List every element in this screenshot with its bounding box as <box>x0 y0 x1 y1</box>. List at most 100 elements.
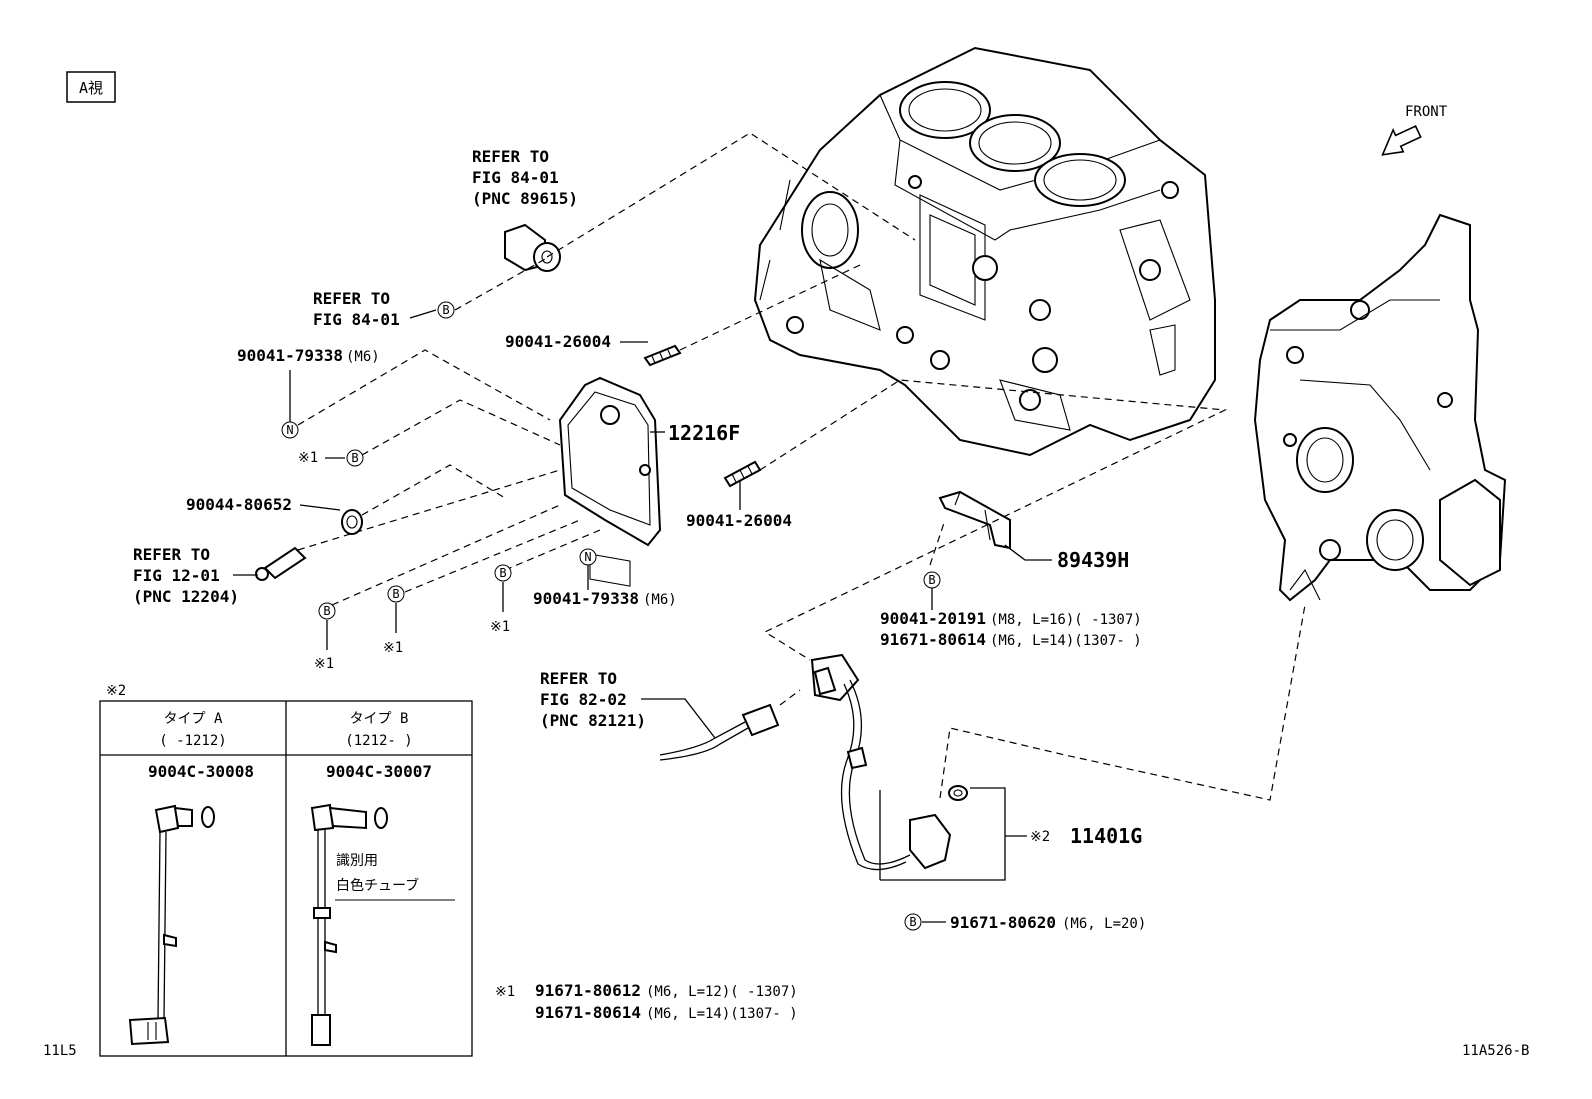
refer-line: (PNC 12204) <box>133 587 239 606</box>
part-mark: ※2 <box>1030 829 1050 845</box>
tube-note-line: 白色チューブ <box>336 877 419 894</box>
dashed-leaders <box>297 132 1306 801</box>
marker-b-4: B ※1 <box>490 564 512 635</box>
type-b-part: 9004C-30007 <box>326 762 432 781</box>
part-number: 91671-80620 <box>950 913 1056 932</box>
front-arrow-icon <box>1381 125 1422 156</box>
marker-letter: B <box>499 566 506 580</box>
stud-bolt-upper <box>643 344 682 367</box>
refer-line: FIG 82-02 <box>540 690 627 709</box>
refer-knock-sensor-label: REFER TO FIG 84-01 (PNC 89615) <box>472 147 578 208</box>
corner-code-left: 11L5 <box>43 1043 77 1059</box>
marker-letter: B <box>909 915 916 929</box>
marker-b-crank: B <box>904 913 922 931</box>
label-p4: 90041-26004 <box>686 480 792 530</box>
stud-bolt-lower <box>723 460 762 488</box>
part-number: 91671-80614 <box>880 630 986 649</box>
marker-b-3: B ※1 <box>383 585 405 656</box>
tube-note-line: 識別用 <box>336 853 378 869</box>
label-p1: 90041-79338 (M6) <box>237 346 380 423</box>
refer-line: (PNC 89615) <box>472 189 578 208</box>
label-p5: 90044-80652 <box>186 495 341 514</box>
type-b-sensor-illustration <box>310 803 455 1046</box>
footnote-part: 91671-80614 <box>535 1003 641 1022</box>
marker-n-1: N <box>281 421 299 439</box>
oil-pressure-switch <box>255 546 307 581</box>
footnote-star1: ※1 91671-80612 (M6, L=12)( -1307) 91671-… <box>495 981 798 1022</box>
refer-knock-connector-label: REFER TO FIG 84-01 <box>313 289 437 329</box>
part-number: 90041-79338 <box>237 346 343 365</box>
type-b-title: タイプ B <box>350 711 409 727</box>
refer-line: FIG 84-01 <box>472 168 559 187</box>
plug-90044-80652 <box>341 509 363 535</box>
part-note: (M6, L=14)(1307- ) <box>990 633 1142 649</box>
part-number: 90044-80652 <box>186 495 292 514</box>
star-mark: ※1 <box>314 656 334 672</box>
part-number: 90041-26004 <box>505 332 611 351</box>
label-p3: 12216F <box>650 421 740 445</box>
corner-code-right: 11A526-B <box>1462 1043 1529 1059</box>
label-p2: 90041-26004 <box>505 332 648 351</box>
marker-b-2: B ※1 <box>314 602 336 672</box>
part-number: 11401G <box>1070 824 1142 848</box>
front-arrow: FRONT <box>1381 104 1448 156</box>
type-a-part: 9004C-30008 <box>148 762 254 781</box>
marker-letter: N <box>584 550 591 564</box>
type-a-sensor-illustration <box>128 804 215 1046</box>
label-p9: ※2 11401G <box>1005 824 1142 848</box>
refer-line: FIG 84-01 <box>313 310 400 329</box>
marker-b-knock: B <box>437 301 455 319</box>
refer-line: REFER TO <box>540 669 617 688</box>
footnote-mark: ※1 <box>495 984 515 1000</box>
refer-harness-label: REFER TO FIG 82-02 (PNC 82121) <box>540 669 716 739</box>
type-a-title: タイプ A <box>164 711 223 727</box>
part-note: (M6) <box>643 592 677 608</box>
part-number: 90041-26004 <box>686 511 792 530</box>
marker-letter: B <box>351 451 358 465</box>
footnote-part: 91671-80612 <box>535 981 641 1000</box>
marker-letter: B <box>392 587 399 601</box>
cover-12216f-illustration <box>558 376 662 587</box>
refer-line: (PNC 82121) <box>540 711 646 730</box>
inset-title: ※2 <box>106 683 126 699</box>
type-a-range: ( -1212) <box>159 733 226 749</box>
footnote-note: (M6, L=14)(1307- ) <box>646 1006 798 1022</box>
marker-b-bracket: B <box>923 571 941 589</box>
footnote-note: (M6, L=12)( -1307) <box>646 984 798 1000</box>
refer-line: REFER TO <box>472 147 549 166</box>
label-p7: 89439H <box>1004 544 1129 572</box>
refer-oil-switch-label: REFER TO FIG 12-01 (PNC 12204) <box>133 545 258 606</box>
marker-star1-b-1: ※1 B <box>298 449 364 467</box>
label-p6: 90041-79338 (M6) <box>533 565 677 608</box>
label-p8: 90041-20191 (M8, L=16)( -1307) 91671-806… <box>880 588 1142 649</box>
marker-letter: N <box>286 423 293 437</box>
marker-letter: B <box>928 573 935 587</box>
marker-letter: B <box>442 303 449 317</box>
inset-table: ※2 タイプ A ( -1212) タイプ B (1212- ) 9004C-3… <box>99 683 473 1057</box>
refer-line: FIG 12-01 <box>133 566 220 585</box>
star-mark: ※1 <box>383 640 403 656</box>
star-mark: ※1 <box>490 619 510 635</box>
part-note: (M8, L=16)( -1307) <box>990 612 1142 628</box>
cylinder-block-illustration <box>753 46 1216 457</box>
part-number: 90041-79338 <box>533 589 639 608</box>
view-label-box: A視 <box>66 71 116 103</box>
star-mark: ※1 <box>298 450 318 466</box>
label-p10: 91671-80620 (M6, L=20) <box>922 913 1146 932</box>
type-b-range: (1212- ) <box>345 733 412 749</box>
part-note: (M6, L=20) <box>1062 916 1146 932</box>
bracket-89439h-illustration <box>938 490 1011 550</box>
part-number: 90041-20191 <box>880 609 986 628</box>
view-label: A視 <box>79 79 103 97</box>
knock-sensor-illustration <box>504 223 561 272</box>
part-note: (M6) <box>346 349 380 365</box>
front-label: FRONT <box>1405 104 1448 120</box>
harness-connector <box>659 703 780 761</box>
marker-letter: B <box>323 604 330 618</box>
refer-line: REFER TO <box>313 289 390 308</box>
refer-line: REFER TO <box>133 545 210 564</box>
part-number: 12216F <box>668 421 740 445</box>
timing-cover-illustration <box>1253 213 1507 602</box>
marker-n-2: N <box>579 548 597 566</box>
